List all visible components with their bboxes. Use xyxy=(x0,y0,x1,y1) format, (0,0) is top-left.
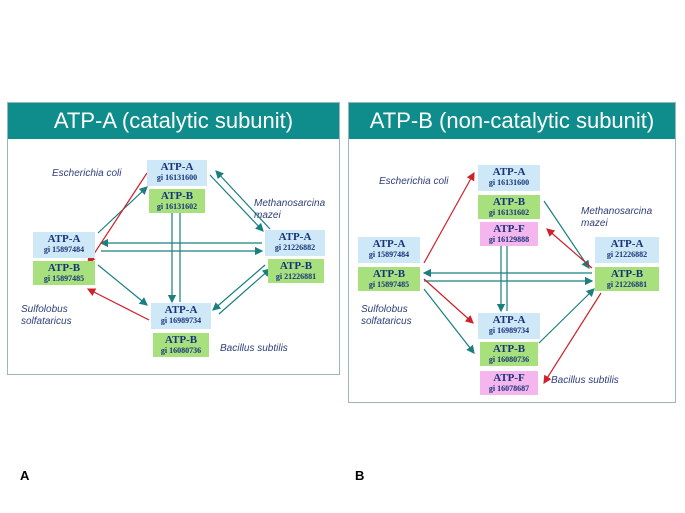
arrow-mazei-bsub-red xyxy=(543,292,602,385)
node-name: ATP-B xyxy=(372,268,406,280)
node-ecoli-atp-b: ATP-B gi 16131602 xyxy=(478,195,540,219)
species-line: Methanosarcina xyxy=(581,206,653,217)
node-gi: gi 21226882 xyxy=(606,249,648,259)
node-name: ATP-A xyxy=(164,304,198,316)
panel-b-arrows xyxy=(422,171,602,385)
node-gi: gi 16131600 xyxy=(488,177,530,187)
node-gi: gi 16131600 xyxy=(156,172,198,182)
node-gi: gi 21226882 xyxy=(274,242,316,252)
panel-b-title: ATP-B (non-catalytic subunit) xyxy=(349,103,675,139)
node-name: ATP-A xyxy=(610,238,644,250)
arrow-sulfo-ecoli-red xyxy=(423,171,475,264)
node-gi: gi 16129888 xyxy=(488,234,530,244)
node-gi: gi 21226881 xyxy=(606,279,648,289)
arrow-sulfo-bsub xyxy=(97,264,148,306)
node-ecoli-atp-a: ATP-A gi 16131600 xyxy=(478,165,540,191)
species-line: Methanosarcina xyxy=(254,198,326,209)
node-gi: gi 15897485 xyxy=(43,273,85,283)
node-bsub-atp-a: ATP-A gi 16989734 xyxy=(151,303,211,329)
node-gi: gi 15897485 xyxy=(368,279,410,289)
arrow-sulfo-bsub xyxy=(423,288,475,354)
species-bacillus-subtilis: Bacillus subtilis xyxy=(220,343,288,354)
node-ecoli-atp-f: ATP-F gi 16129888 xyxy=(480,222,538,246)
node-name: ATP-A xyxy=(278,231,312,243)
node-name: ATP-B xyxy=(492,343,526,355)
arrow-bsub-mazei xyxy=(538,288,595,344)
node-sulfo-atp-b: ATP-B gi 15897485 xyxy=(358,267,420,291)
arrow-mazei-ecoli-red xyxy=(546,228,593,269)
node-sulfo-atp-a: ATP-A gi 15897484 xyxy=(33,232,95,258)
node-gi: gi 16080736 xyxy=(160,345,202,355)
node-gi: gi 16989734 xyxy=(160,315,202,325)
node-name: ATP-A xyxy=(372,238,406,250)
node-gi: gi 16131602 xyxy=(156,201,198,211)
panel-a-arrows xyxy=(86,170,271,321)
node-gi: gi 15897484 xyxy=(43,244,85,254)
node-name: ATP-A xyxy=(492,314,526,326)
species-methanosarcina-mazei: Methanosarcina mazei xyxy=(254,198,325,222)
node-name: ATP-B xyxy=(160,190,194,202)
arrow-ecoli-mazei xyxy=(209,174,264,232)
species-line: Sulfolobus xyxy=(361,304,408,315)
panel-a-title: ATP-A (catalytic subunit) xyxy=(8,103,339,139)
species-line: solfataricus xyxy=(361,316,412,327)
species-escherichia-coli: Escherichia coli xyxy=(52,168,122,179)
arrow-mazei-bsub xyxy=(212,264,266,311)
node-mazei-atp-a: ATP-A gi 21226882 xyxy=(595,237,659,263)
panel-b: ATP-B (non-catalytic subunit) Esch xyxy=(348,102,676,403)
node-name: ATP-B xyxy=(164,334,198,346)
arrow-mazei-ecoli xyxy=(215,170,271,230)
panel-a: ATP-A (catalytic subunit) xyxy=(7,102,340,375)
node-ecoli-atp-a: ATP-A gi 16131600 xyxy=(147,160,207,186)
node-gi: gi 16078687 xyxy=(488,383,530,393)
node-name: ATP-B xyxy=(610,268,644,280)
node-mazei-atp-b: ATP-B gi 21226881 xyxy=(268,259,324,283)
species-escherichia-coli: Escherichia coli xyxy=(379,176,449,187)
node-name: ATP-A xyxy=(160,161,194,173)
panel-letter-a: A xyxy=(20,468,30,483)
node-name: ATP-F xyxy=(493,223,525,235)
node-name: ATP-B xyxy=(492,196,526,208)
node-bsub-atp-b: ATP-B gi 16080736 xyxy=(480,342,538,366)
species-line: solfataricus xyxy=(21,316,72,327)
node-mazei-atp-b: ATP-B gi 21226881 xyxy=(595,267,659,291)
node-bsub-atp-f: ATP-F gi 16078687 xyxy=(480,371,538,395)
node-gi: gi 16989734 xyxy=(488,325,530,335)
node-name: ATP-B xyxy=(279,260,313,272)
node-name: ATP-B xyxy=(47,262,81,274)
node-sulfo-atp-a: ATP-A gi 15897484 xyxy=(358,237,420,263)
species-bacillus-subtilis: Bacillus subtilis xyxy=(551,375,619,386)
node-gi: gi 21226881 xyxy=(275,271,317,281)
node-bsub-atp-a: ATP-A gi 16989734 xyxy=(478,313,540,339)
node-name: ATP-A xyxy=(492,166,526,178)
arrow-ecoli-mazei xyxy=(543,200,590,269)
arrow-bsub-sulfo-red xyxy=(86,288,150,321)
arrow-bsub-mazei xyxy=(218,268,271,315)
node-gi: gi 15897484 xyxy=(368,249,410,259)
species-line: mazei xyxy=(581,218,608,229)
node-mazei-atp-a: ATP-A gi 21226882 xyxy=(265,230,325,256)
species-sulfolobus-solfataricus: Sulfolobus solfataricus xyxy=(361,304,412,328)
panel-letter-b: B xyxy=(355,468,365,483)
node-name: ATP-A xyxy=(47,233,81,245)
node-name: ATP-F xyxy=(493,372,525,384)
arrow-sulfo-bsub-red xyxy=(423,278,474,324)
node-bsub-atp-b: ATP-B gi 16080736 xyxy=(153,333,209,357)
node-ecoli-atp-b: ATP-B gi 16131602 xyxy=(149,189,205,213)
node-gi: gi 16131602 xyxy=(488,207,530,217)
node-gi: gi 16080736 xyxy=(488,354,530,364)
species-sulfolobus-solfataricus: Sulfolobus solfataricus xyxy=(21,304,72,328)
node-sulfo-atp-b: ATP-B gi 15897485 xyxy=(33,261,95,285)
species-methanosarcina-mazei: Methanosarcina mazei xyxy=(581,206,652,230)
arrow-ecoli-sulfo-red xyxy=(87,172,148,265)
species-line: mazei xyxy=(254,210,281,221)
species-line: Sulfolobus xyxy=(21,304,68,315)
